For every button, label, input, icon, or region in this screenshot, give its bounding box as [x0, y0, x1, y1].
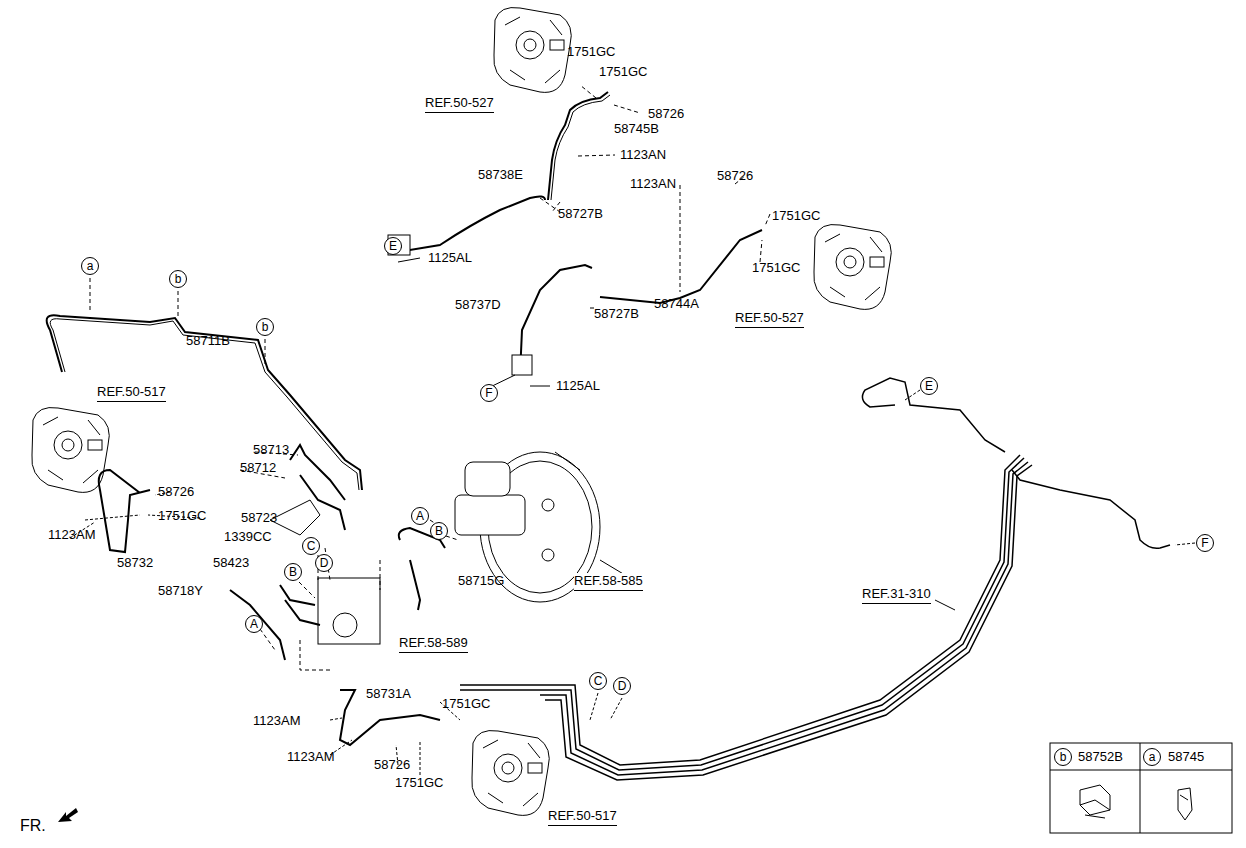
callout-circle: A — [245, 615, 263, 633]
part-number: 58715G — [458, 573, 504, 589]
part-number: 58726 — [717, 168, 753, 184]
part-number: 58726 — [158, 484, 194, 500]
part-number: 58723 — [241, 510, 277, 526]
callout-circle: a — [1143, 748, 1161, 766]
part-number: 58727B — [594, 306, 639, 322]
part-number: 1751GC — [395, 775, 443, 791]
part-number: 58712 — [240, 460, 276, 476]
caliper — [32, 408, 109, 493]
callout-letter: B — [289, 566, 297, 578]
caliper — [814, 225, 891, 310]
reference-label: REF.50-517 — [97, 384, 166, 402]
reference-label: REF.58-585 — [574, 573, 643, 591]
callout-circle: F — [1196, 534, 1214, 552]
callout-letter: b — [175, 273, 182, 285]
part-number: 1751GC — [599, 64, 647, 80]
part-number: 1123AM — [253, 713, 300, 729]
part-number: 58737D — [455, 297, 501, 313]
reference-label: REF.31-310 — [862, 586, 931, 604]
callout-circle: C — [302, 537, 320, 555]
part-number: 58738E — [478, 167, 523, 183]
part-number: 58745 — [1168, 749, 1204, 765]
part-number: 1751GC — [567, 44, 615, 60]
reference-label: REF.50-517 — [548, 808, 617, 826]
callout-letter: F — [485, 387, 492, 399]
callout-circle: a — [81, 257, 99, 275]
part-number: 1123AN — [620, 147, 666, 163]
part-number: 58727B — [558, 206, 603, 222]
callout-letter: A — [250, 618, 258, 630]
callout-letter: A — [416, 510, 424, 522]
part-number: 58713 — [253, 442, 289, 458]
callout-letter: C — [307, 540, 316, 552]
callout-letter: E — [925, 380, 933, 392]
reference-label: REF.58-589 — [399, 635, 468, 653]
callout-letter: a — [87, 260, 94, 272]
part-number: 58745B — [614, 121, 659, 137]
part-number: 58732 — [117, 555, 153, 571]
front-arrow — [58, 808, 78, 822]
callout-letter: b — [262, 321, 269, 333]
callout-letter: a — [1149, 751, 1156, 763]
part-number: 58726 — [648, 106, 684, 122]
callout-circle: E — [920, 377, 938, 395]
callout-circle: B — [284, 563, 302, 581]
part-number: 1125AL — [428, 250, 472, 266]
callout-circle: C — [589, 672, 607, 690]
part-number: 58711B — [186, 333, 230, 349]
callout-letter: C — [594, 675, 603, 687]
callout-circle: D — [315, 554, 333, 572]
callout-letter: D — [618, 680, 627, 692]
reference-label: REF.50-527 — [735, 310, 804, 328]
part-number: 1751GC — [752, 260, 800, 276]
callout-circle: b — [1054, 748, 1072, 766]
part-number: 58718Y — [158, 583, 203, 599]
part-number: 58744A — [654, 296, 699, 312]
part-number: 1751GC — [772, 208, 820, 224]
callout-circle: b — [169, 270, 187, 288]
caliper — [494, 8, 571, 93]
callout-circle: E — [384, 237, 402, 255]
part-number: 58731A — [366, 686, 411, 702]
caliper — [472, 731, 549, 816]
part-number: 58752B — [1078, 749, 1123, 765]
callout-circle: B — [430, 522, 448, 540]
part-number: 58423 — [213, 555, 249, 571]
callout-letter: b — [1060, 751, 1067, 763]
direction-label: FR. — [20, 817, 46, 835]
callout-letter: B — [435, 525, 443, 537]
callout-circle: F — [480, 384, 498, 402]
part-number: 1339CC — [224, 529, 272, 545]
part-number: 1751GC — [158, 508, 206, 524]
part-number: 1123AM — [48, 527, 95, 543]
part-number: 1125AL — [556, 378, 600, 394]
part-number: 1123AM — [287, 749, 334, 765]
part-number: 58726 — [374, 757, 410, 773]
reference-label: REF.50-527 — [425, 95, 494, 113]
part-number: 1751GC — [442, 696, 490, 712]
callout-circle: D — [613, 677, 631, 695]
callout-circle: b — [256, 318, 274, 336]
callout-letter: E — [389, 240, 397, 252]
part-number: 1123AN — [630, 176, 676, 192]
callout-letter: F — [1201, 537, 1208, 549]
callout-circle: A — [411, 507, 429, 525]
callout-letter: D — [320, 557, 329, 569]
